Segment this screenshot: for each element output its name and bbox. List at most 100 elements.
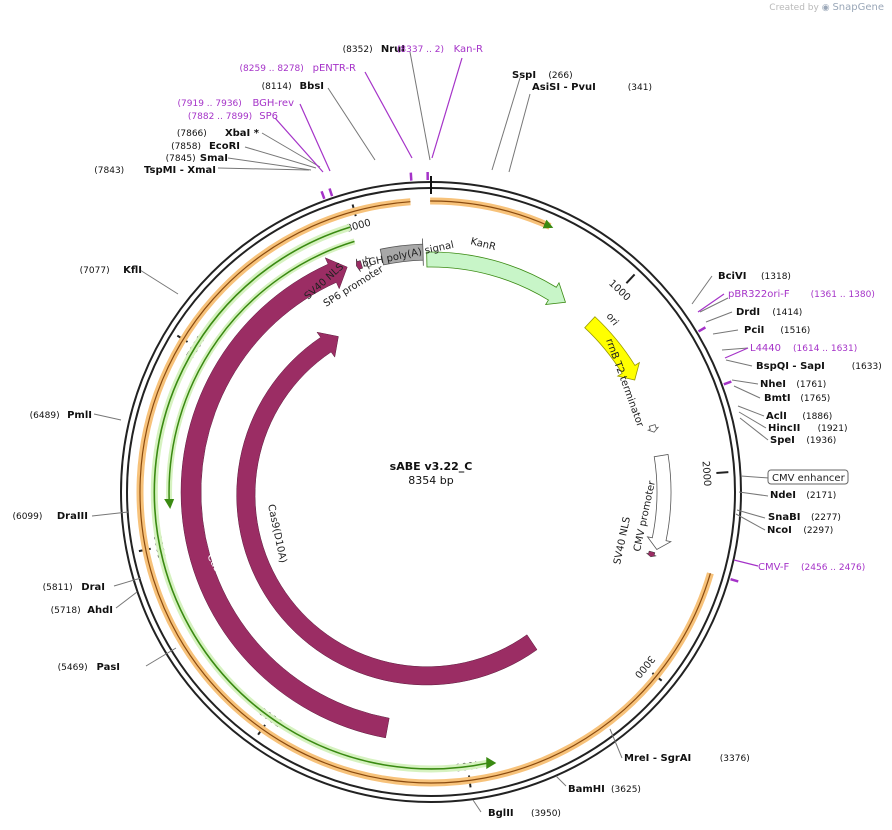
- site-pos: (3625): [611, 785, 641, 795]
- site-pos: (1765): [800, 394, 830, 404]
- site-hincii[interactable]: HincII(1921): [768, 423, 848, 434]
- site-name: AsiSI - PvuI: [532, 82, 596, 93]
- site-name: BciVI: [718, 271, 746, 282]
- site-snabi[interactable]: SnaBI (2277): [768, 512, 841, 523]
- site-ndei[interactable]: NdeI(2171): [770, 490, 836, 501]
- site-name: L4440: [750, 343, 781, 354]
- cmv-enhancer-label: CMV enhancer: [772, 473, 846, 484]
- site-name: TspMI - XmaI: [144, 165, 216, 176]
- site-acli[interactable]: AclI(1886): [766, 411, 832, 422]
- site-name: SmaI: [200, 153, 228, 164]
- green-arrowhead-inner: [164, 498, 175, 509]
- site-bamhi[interactable]: BamHI(3625): [568, 784, 641, 795]
- sv40-left-arrow: [356, 258, 363, 272]
- site-pasi[interactable]: PasI (5469): [58, 662, 120, 673]
- site-pmli[interactable]: PmlI(6489): [30, 410, 92, 421]
- site-pos: (1761): [796, 380, 826, 390]
- sv40-right-arrow: [646, 550, 657, 558]
- site-pos: (1516): [780, 326, 810, 336]
- sp6-mark: [320, 190, 326, 200]
- site-name: SP6: [259, 111, 278, 122]
- orange-arrow-top: [430, 200, 554, 229]
- site-l4440[interactable]: L4440(1614 .. 1631): [750, 343, 857, 354]
- site-nrui[interactable]: NruI(8352): [343, 44, 405, 55]
- site-ecori[interactable]: EcoRI(7858): [171, 141, 240, 152]
- site-ahdi[interactable]: AhdI (5718): [51, 605, 113, 616]
- site-nhei[interactable]: NheI(1761): [760, 379, 826, 390]
- site-name: DrdI: [736, 307, 760, 318]
- cas9d10a-arrow: [236, 331, 538, 686]
- site-name: NcoI: [767, 525, 792, 536]
- site-pos: (1361 .. 1380): [811, 290, 875, 300]
- site-ncoi[interactable]: NcoI(2297): [767, 525, 833, 536]
- site-spei[interactable]: SpeI(1936): [770, 435, 836, 446]
- ori-arrow: [584, 316, 641, 381]
- site-pos: (7882 .. 7899): [188, 112, 252, 122]
- site-bgh-rev[interactable]: BGH-rev(7919 .. 7936): [178, 98, 295, 109]
- rrnb-arrow: [646, 424, 660, 433]
- snapgene-logo-icon: ◉: [821, 3, 830, 13]
- site-name: BspQI - SapI: [756, 361, 825, 372]
- site-xbai[interactable]: XbaI *(7866): [177, 128, 260, 139]
- site-kfli[interactable]: KflI (7077): [80, 265, 142, 276]
- site-name: BglII: [488, 808, 514, 819]
- site-pos: (7843): [94, 166, 124, 176]
- site-drdi[interactable]: DrdI(1414): [736, 307, 802, 318]
- site-name: KflI: [123, 265, 142, 276]
- site-pos: (8114): [262, 82, 292, 92]
- site-kan-r[interactable]: Kan-R(8337 .. 2): [397, 44, 483, 55]
- site-name: pENTR-R: [313, 63, 356, 74]
- site-draiii[interactable]: DraIII(6099): [12, 511, 88, 522]
- green-arrowhead: [486, 757, 497, 770]
- site-name: PasI: [97, 662, 120, 673]
- site-pos: (341): [628, 83, 652, 93]
- site-bcivi[interactable]: BciVI(1318): [718, 271, 791, 282]
- site-mrei[interactable]: MreI - SgrAI(3376): [624, 753, 750, 764]
- site-pos: (7077): [80, 266, 110, 276]
- site-pos: (5811): [43, 583, 73, 593]
- site-pentr-r[interactable]: pENTR-R (8259 .. 8278): [240, 63, 357, 74]
- site-name: SnaBI: [768, 512, 800, 523]
- site-leader-lines: [91, 51, 770, 813]
- tick-1000: [625, 273, 636, 284]
- site-pos: (2277): [811, 513, 841, 523]
- site-bglii[interactable]: BglII (3950): [488, 808, 561, 819]
- site-pos: (3376): [720, 754, 750, 764]
- bgh-rev-mark: [328, 188, 334, 197]
- site-pos: (8259 .. 8278): [240, 64, 304, 74]
- sv40-right-label: SV40 NLS: [612, 516, 633, 566]
- site-pos: (3950): [531, 809, 561, 819]
- site-name: Kan-R: [454, 44, 483, 55]
- cmv-promoter-arrow: [646, 454, 672, 551]
- site-name: DraI: [81, 582, 105, 593]
- site-bmti[interactable]: BmtI(1765): [764, 393, 830, 404]
- primer-leader-lines: [274, 57, 759, 567]
- site-pbr322ori-f[interactable]: pBR322ori-F(1361 .. 1380): [728, 289, 875, 300]
- site-bspqi[interactable]: BspQI - SapI(1633): [756, 361, 882, 372]
- site-name: AhdI: [87, 605, 113, 616]
- site-pcii[interactable]: PciI (1516): [744, 325, 810, 336]
- l4440-mark: [723, 380, 732, 386]
- site-name: AclI: [766, 411, 787, 422]
- site-sspi[interactable]: SspI(266): [512, 70, 573, 81]
- site-pos: (5718): [51, 606, 81, 616]
- site-smai[interactable]: SmaI(7845): [166, 153, 228, 164]
- site-bbsi[interactable]: BbsI(8114): [262, 81, 324, 92]
- kanr-arrow: [426, 251, 567, 306]
- site-name: NdeI: [770, 490, 796, 501]
- site-pos: (7858): [171, 142, 201, 152]
- site-name: PciI: [744, 325, 764, 336]
- plasmid-name: sABE v3.22_C: [390, 460, 473, 473]
- orange-line-left: [139, 201, 711, 784]
- site-pos: (5469): [58, 663, 88, 673]
- site-pos: (1921): [818, 424, 848, 434]
- site-cmv-f[interactable]: CMV-F(2456 .. 2476): [758, 562, 865, 573]
- penter-mark: [409, 172, 413, 181]
- sp6-arrow: [365, 255, 372, 270]
- site-tspmi[interactable]: TspMI - XmaI (7843): [94, 165, 216, 176]
- bgh-box: [379, 238, 424, 266]
- site-asisi[interactable]: AsiSI - PvuI (341): [532, 82, 652, 93]
- site-drai[interactable]: DraI (5811): [43, 582, 105, 593]
- site-sp6[interactable]: SP6 (7882 .. 7899): [188, 111, 278, 122]
